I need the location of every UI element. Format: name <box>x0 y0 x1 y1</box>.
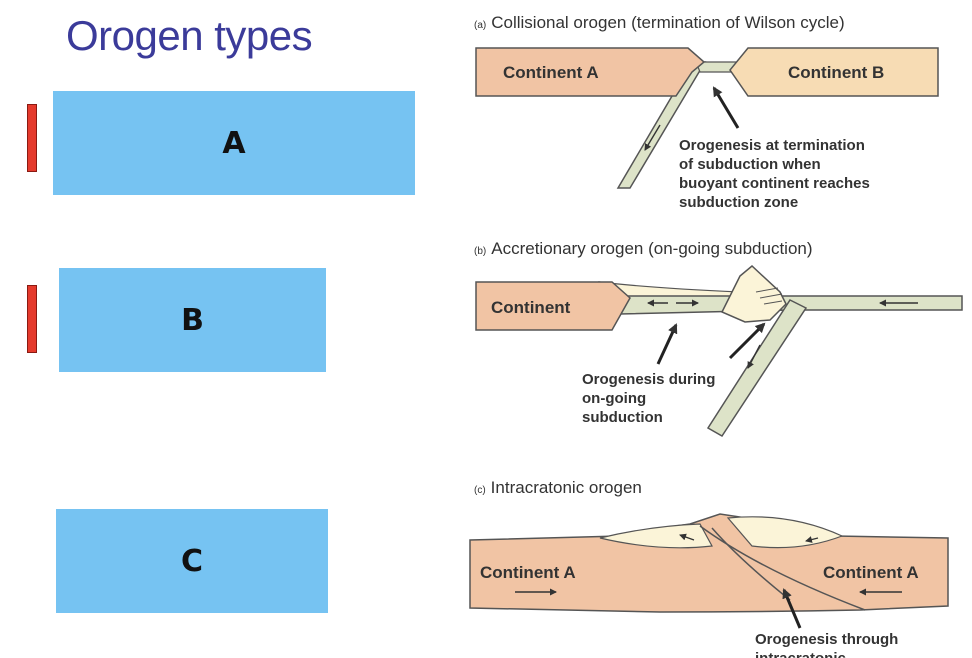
svg-text:(c)Intracratonic orogen: (c) Intracratonic orogen <box>474 478 642 497</box>
marker-bar-b <box>27 285 37 353</box>
panel-a-tag: (a) <box>474 20 486 31</box>
panel-a-continent-b <box>729 47 939 97</box>
panel-a-caption: Collisional orogen (termination of Wilso… <box>491 13 844 32</box>
panel-c-annotation-arrow <box>782 588 802 629</box>
answer-box-a[interactable]: A <box>53 91 415 195</box>
panel-a-continent-a <box>475 47 706 97</box>
panel-a-annotation-line-1: Orogenesis at termination <box>679 137 865 154</box>
panel-a-annotation-arrow <box>712 86 740 129</box>
svg-text:(b)Accretionary orogen (on-goi: (b) Accretionary orogen (on-going subduct… <box>474 239 813 258</box>
panel-b-accretionary-wedge <box>720 265 787 323</box>
panel-b-subducting-slab <box>706 299 808 438</box>
answer-box-c[interactable]: C <box>56 509 328 613</box>
panel-b-continent <box>475 281 631 331</box>
panel-c: (c) Intracratonic orogen Continent A Cont… <box>469 478 949 658</box>
panel-a-annotation-line-3: buoyant continent reaches <box>679 175 870 192</box>
panel-a-annotation-line-2: of subduction when <box>679 156 821 173</box>
panel-b-annotation-arrow-1 <box>656 323 678 365</box>
panel-b-slab-arrow <box>747 344 761 369</box>
panel-b-label-continent: Continent <box>491 298 571 317</box>
panel-c-basin-right <box>726 516 844 549</box>
panel-b-tag: (b) <box>474 246 486 257</box>
panel-b-annotation-line-1: Orogenesis during <box>582 371 715 388</box>
panel-a-slab-arrow <box>644 124 661 151</box>
panel-a-label-continent-a: Continent A <box>503 63 599 82</box>
panel-b: (b) Accretionary orogen (on-going subduct… <box>474 239 963 438</box>
panel-a-annotation-line-4: subduction zone <box>679 194 798 211</box>
panel-b-caption: Accretionary orogen (on-going subduction… <box>491 239 812 258</box>
panel-c-tag: (c) <box>474 485 486 496</box>
panel-b-annotation-arrow-2 <box>728 322 766 360</box>
panel-c-label-continent-right: Continent A <box>823 563 919 582</box>
panel-a: (a) Collisional orogen (termination of Wi… <box>474 13 939 211</box>
panel-b-annotation-line-3: subduction <box>582 409 663 426</box>
page-title: Orogen types <box>66 12 313 59</box>
panel-a-label-continent-b: Continent B <box>788 63 884 82</box>
answer-box-b[interactable]: B <box>59 268 326 372</box>
panel-c-basin-left <box>599 523 713 549</box>
panel-c-annotation-line-2: intracratonic <box>755 650 846 658</box>
panel-c-annotation-line-1: Orogenesis through <box>755 631 898 648</box>
panel-b-annotation-line-2: on-going <box>582 390 646 407</box>
panel-c-label-continent-left: Continent A <box>480 563 576 582</box>
panel-c-thrust-fault <box>699 525 866 611</box>
panel-c-thrust-fault-2 <box>711 527 791 601</box>
panel-c-caption: Intracratonic orogen <box>491 478 642 497</box>
marker-bar-a <box>27 104 37 172</box>
svg-text:(a)Collisional orogen (termina: (a) Collisional orogen (termination of Wi… <box>474 13 845 32</box>
